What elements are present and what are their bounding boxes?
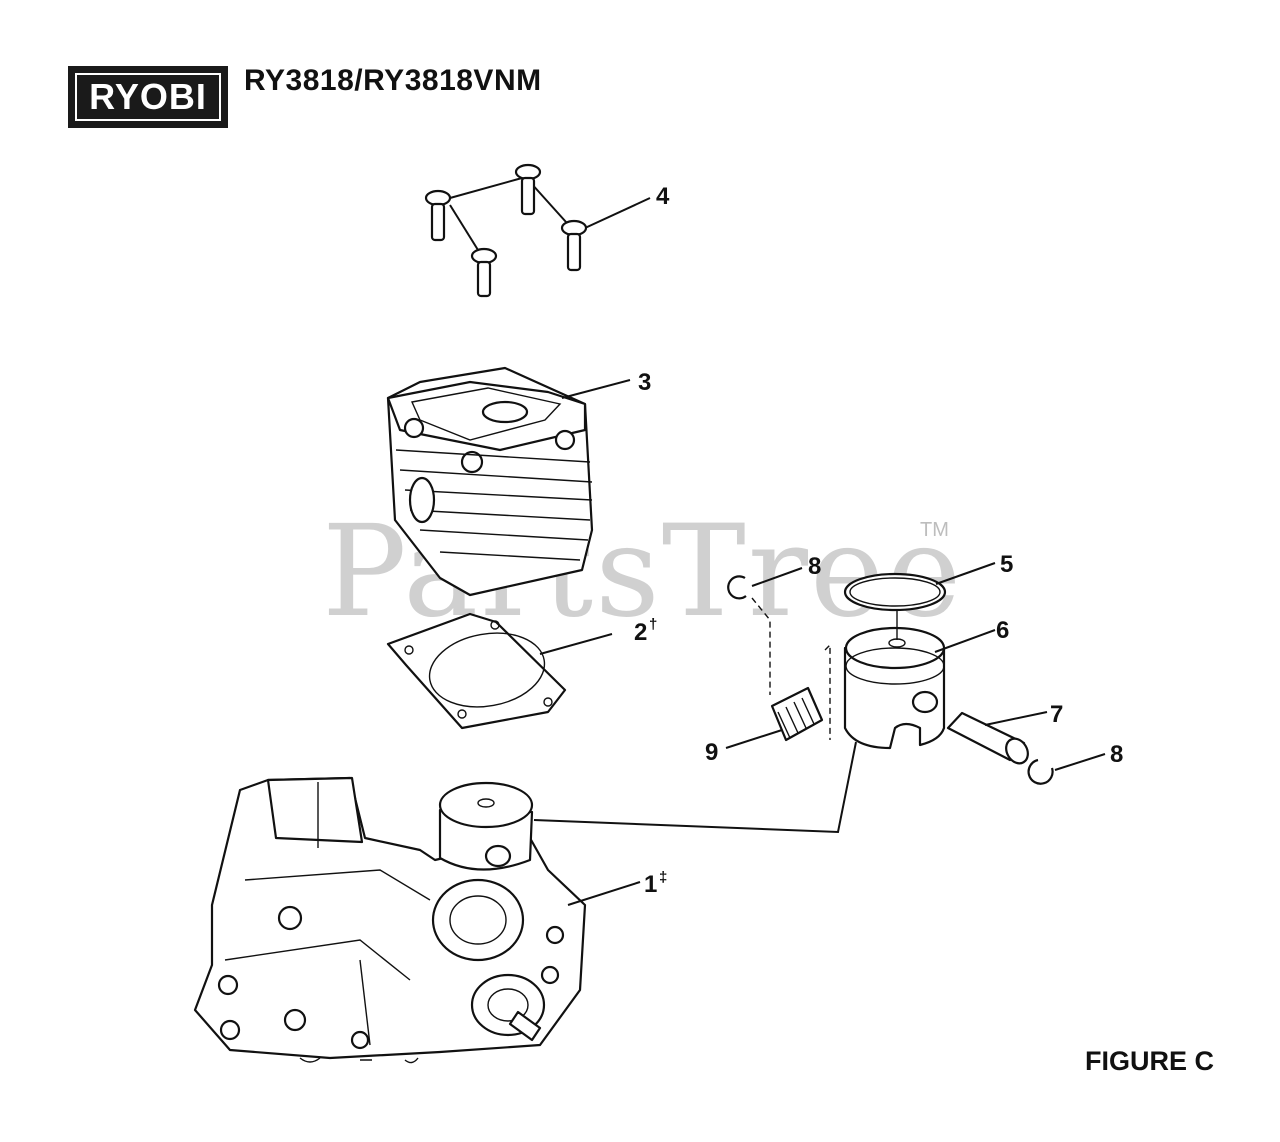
- callout-4-number: 4: [656, 183, 670, 210]
- piston-pin-illustration: [946, 711, 1048, 765]
- needle-bearing-illustration: [725, 686, 824, 749]
- circlip-left-illustration: [727, 567, 803, 695]
- figure-label: FIGURE C: [1085, 1046, 1215, 1076]
- cylinder-screws-illustration: [424, 163, 651, 298]
- brand-logo: RYOBI: [68, 66, 228, 128]
- model-title: RY3818/RY3818VNM: [244, 64, 542, 97]
- crankcase-assembly-illustration: [193, 776, 641, 1064]
- callout-9-number: 9: [705, 739, 718, 766]
- cylinder-illustration: [386, 366, 631, 597]
- callout-7-number: 7: [1050, 701, 1063, 728]
- callout-2-number: 2: [634, 619, 647, 646]
- piston-illustration: [533, 610, 996, 834]
- callout-3-number: 3: [638, 369, 651, 396]
- callout-1-number: 1: [644, 871, 657, 898]
- callout-6-number: 6: [996, 617, 1009, 644]
- callout-2-mark: †: [649, 616, 657, 633]
- callout-1-mark: ‡: [659, 869, 667, 886]
- watermark-trademark: TM: [920, 519, 949, 541]
- cylinder-gasket-illustration: [386, 612, 613, 730]
- callout-8-left-number: 8: [808, 553, 821, 580]
- callout-2: 2 †: [634, 616, 657, 646]
- callout-5-number: 5: [1000, 551, 1013, 578]
- callout-1: 1 ‡: [644, 869, 667, 898]
- callout-8-right-number: 8: [1110, 741, 1123, 768]
- circlip-right-illustration: [1027, 753, 1106, 785]
- brand-logo-text: RYOBI: [75, 73, 221, 121]
- piston-ring-illustration: [843, 562, 996, 612]
